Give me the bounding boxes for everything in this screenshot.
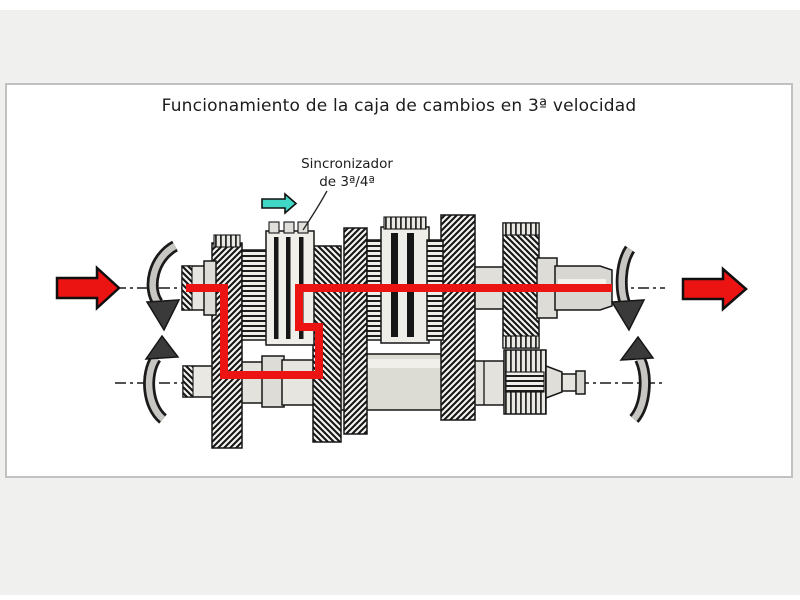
slide-panel: Funcionamiento de la caja de cambios en … [5, 83, 793, 478]
callout-line-1: Sincronizador [301, 156, 393, 172]
callout-line-2: de 3ª/4ª [319, 174, 375, 190]
synchronizer-callout: Sincronizador de 3ª/4ª [267, 155, 427, 191]
slide-title: Funcionamiento de la caja de cambios en … [161, 96, 637, 116]
